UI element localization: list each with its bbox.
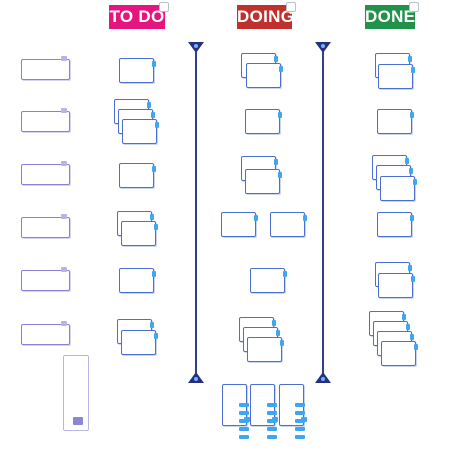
- header-clip-icon: [159, 2, 169, 12]
- task-card[interactable]: [122, 119, 159, 144]
- task-card[interactable]: [119, 58, 156, 83]
- stack-tab-icon: [295, 403, 305, 407]
- stack-tab-icon: [295, 435, 305, 439]
- stack-tab-icon: [267, 427, 277, 431]
- clip-icon: [73, 417, 83, 425]
- task-card[interactable]: [377, 109, 414, 134]
- task-card[interactable]: [246, 63, 283, 88]
- task-card[interactable]: [121, 330, 158, 355]
- task-card[interactable]: [121, 221, 158, 246]
- stack-tab-icon: [239, 419, 249, 423]
- stack-tab-icon: [295, 419, 305, 423]
- column-header-todo: TO DO: [109, 2, 169, 29]
- stack-tab-icon: [239, 411, 249, 415]
- column-header-doing: DOING: [237, 2, 296, 29]
- stack-tab-icon: [267, 419, 277, 423]
- spare-card[interactable]: [21, 321, 70, 345]
- task-card[interactable]: [119, 268, 156, 293]
- task-card[interactable]: [119, 163, 156, 188]
- stack-tab-icon: [267, 411, 277, 415]
- stack-tab-icon: [267, 403, 277, 407]
- spare-card[interactable]: [21, 214, 70, 238]
- stack-tab-icon: [239, 403, 249, 407]
- task-card[interactable]: [377, 212, 414, 237]
- task-card[interactable]: [247, 337, 284, 362]
- spare-card[interactable]: [21, 108, 70, 132]
- header-clip-icon: [286, 2, 296, 12]
- stack-tab-icon: [295, 411, 305, 415]
- mount-dot-icon: [194, 377, 198, 381]
- task-card[interactable]: [221, 212, 258, 237]
- task-card[interactable]: [245, 109, 282, 134]
- column-header-todo-label: TO DO: [109, 7, 165, 26]
- spare-card[interactable]: [21, 161, 70, 185]
- task-card[interactable]: [250, 268, 287, 293]
- task-card[interactable]: [378, 64, 415, 89]
- rail-line: [322, 52, 324, 373]
- stack-tab-icon: [295, 427, 305, 431]
- stack-tab-icon: [267, 435, 277, 439]
- task-card[interactable]: [245, 169, 282, 194]
- header-clip-icon: [409, 2, 419, 12]
- task-card[interactable]: [381, 341, 418, 366]
- mount-dot-icon: [321, 377, 325, 381]
- rail-line: [195, 52, 197, 373]
- stack-tab-icon: [239, 427, 249, 431]
- task-card[interactable]: [380, 176, 417, 201]
- task-card[interactable]: [270, 212, 307, 237]
- spare-card[interactable]: [21, 267, 70, 291]
- column-header-done-label: DONE: [365, 7, 416, 26]
- column-header-doing-label: DOING: [237, 7, 295, 26]
- spare-card[interactable]: [21, 56, 70, 80]
- column-header-done: DONE: [365, 2, 419, 29]
- task-card[interactable]: [378, 273, 415, 298]
- mount-dot-icon: [194, 44, 198, 48]
- mount-dot-icon: [321, 44, 325, 48]
- stack-tab-icon: [239, 435, 249, 439]
- card-pocket: [63, 355, 89, 431]
